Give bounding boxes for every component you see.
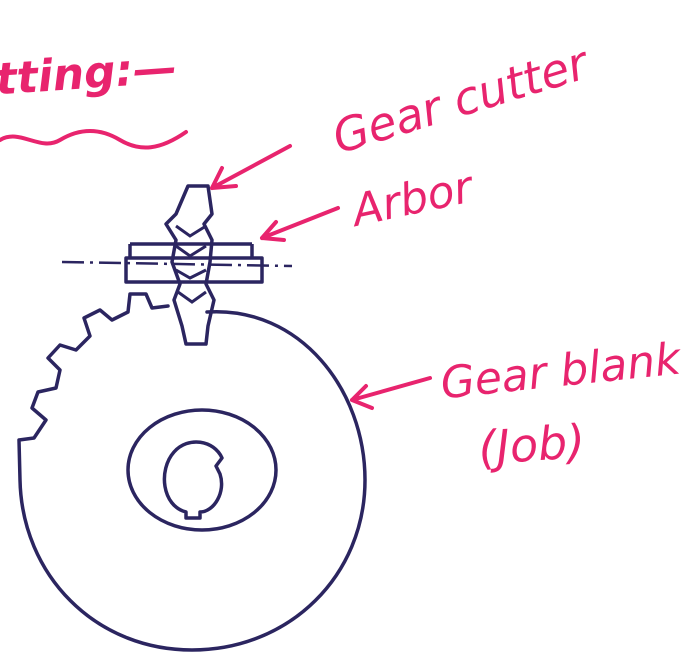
heading-text: tting:— bbox=[0, 42, 179, 106]
job-label: (Job) bbox=[477, 414, 587, 475]
gear-blank-label: Gear blank bbox=[438, 333, 684, 409]
arbor-shaft bbox=[126, 258, 262, 282]
gear-cutter-label: Gear cutter bbox=[326, 35, 597, 165]
arbor-centerline bbox=[62, 262, 292, 266]
bore-keyway bbox=[164, 442, 222, 518]
gear-blank-arrow bbox=[352, 378, 430, 408]
heading-underline bbox=[0, 131, 186, 148]
gear-blank-outline bbox=[19, 294, 365, 650]
arbor-label: Arbor bbox=[345, 161, 480, 237]
gear-cutter-arrow bbox=[212, 146, 290, 188]
arbor-arrow bbox=[262, 208, 338, 240]
